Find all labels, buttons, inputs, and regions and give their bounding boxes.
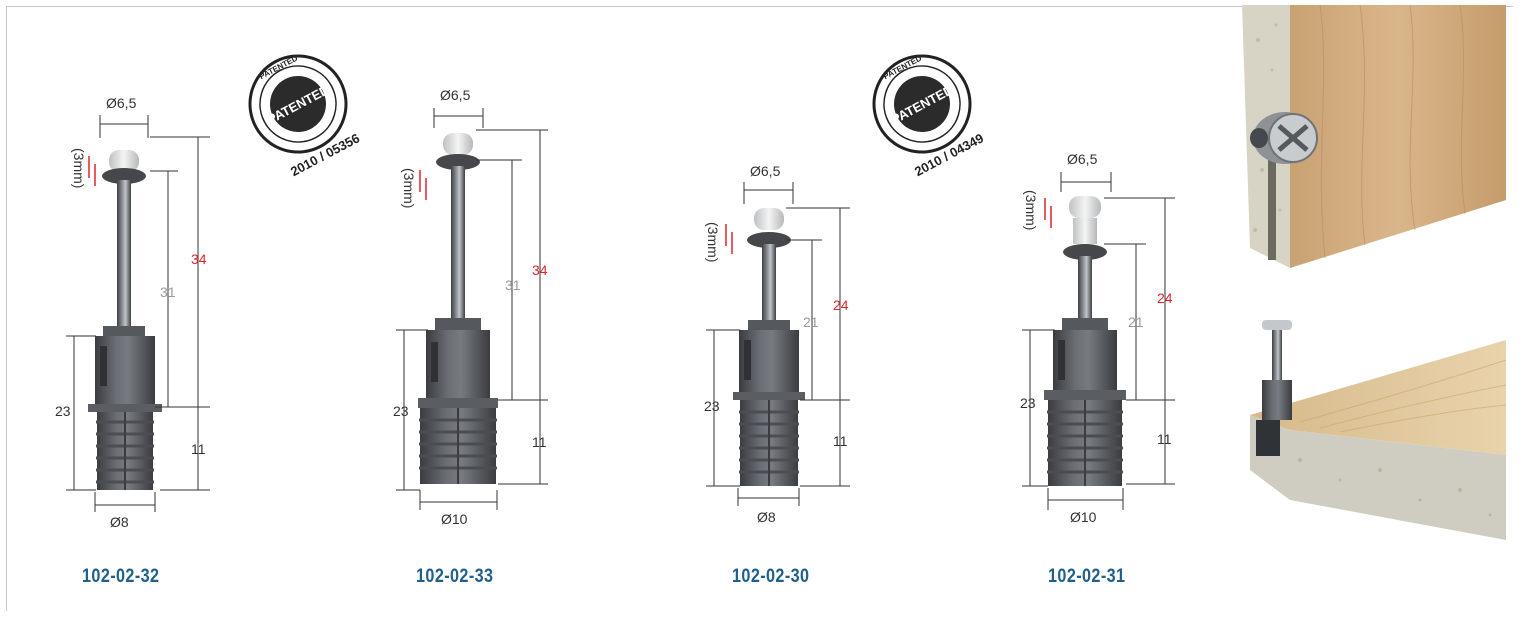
product-2-dimension-lines xyxy=(396,108,548,510)
product-4-travel-arrows xyxy=(1044,198,1052,228)
product-3-travel: (3mm) xyxy=(705,222,721,262)
product-4-thread-length: 11 xyxy=(1157,431,1172,447)
product-3-base-diameter: Ø8 xyxy=(757,509,776,525)
product-1-body-length: 23 xyxy=(55,403,71,419)
product-3-head-diameter: Ø6,5 xyxy=(750,163,781,179)
product-1-thread-length: 11 xyxy=(191,441,206,457)
product-3-thread-length: 11 xyxy=(833,433,848,449)
product-code-3: 102-02-30 xyxy=(732,566,810,587)
product-2-travel: (3mm) xyxy=(401,168,417,208)
patented-stamp-icon: PATENTED PATENTED 2010 / 04349 xyxy=(872,53,986,179)
product-1-dowel xyxy=(88,150,162,490)
product-4-shank-length: 21 xyxy=(1128,314,1144,330)
dowel-in-board-photo xyxy=(1250,320,1507,540)
product-2-travel-arrows xyxy=(419,170,427,200)
product-1-total-length: 34 xyxy=(191,251,207,267)
product-2-head-diameter: Ø6,5 xyxy=(440,87,471,103)
product-code-2: 102-02-33 xyxy=(416,566,494,587)
product-3-dimension-lines xyxy=(706,182,850,506)
product-4-travel: (3mm) xyxy=(1023,190,1039,230)
product-4-dimension-lines xyxy=(1022,172,1175,510)
product-4-head-diameter: Ø6,5 xyxy=(1067,151,1098,167)
product-4-total-length: 24 xyxy=(1157,290,1173,306)
product-4-dowel xyxy=(1044,196,1126,486)
page-frame xyxy=(6,6,1513,611)
product-1-base-diameter: Ø8 xyxy=(110,514,129,530)
product-3-shank-length: 21 xyxy=(803,314,819,330)
product-2-dowel xyxy=(418,133,498,484)
product-1-head-diameter: Ø6,5 xyxy=(106,95,137,111)
product-code-4: 102-02-31 xyxy=(1048,566,1126,587)
product-3-dowel xyxy=(733,208,805,486)
product-2-thread-length: 11 xyxy=(532,434,547,450)
product-2-total-length: 34 xyxy=(532,262,548,278)
product-1-travel: (3mm) xyxy=(71,148,87,188)
product-1-dimension-lines xyxy=(66,115,210,512)
product-2-shank-length: 31 xyxy=(505,277,521,293)
patented-stamp-icon: PATENTED PATENTED 2010 / 05356 xyxy=(248,53,362,179)
product-3-body-length: 23 xyxy=(704,398,720,414)
stamp-2-number: 2010 / 04349 xyxy=(912,130,986,179)
product-3-travel-arrows xyxy=(725,224,733,254)
product-3-total-length: 24 xyxy=(833,297,849,313)
product-4-base-diameter: Ø10 xyxy=(1070,509,1097,525)
product-1-travel-arrows xyxy=(88,156,96,186)
product-code-1: 102-02-32 xyxy=(82,566,160,587)
product-4-body-length: 23 xyxy=(1020,395,1036,411)
stamp-1-number: 2010 / 05356 xyxy=(288,130,362,179)
product-2-body-length: 23 xyxy=(393,403,409,419)
cam-lock-in-wood-photo xyxy=(1242,4,1506,268)
product-1-shank-length: 31 xyxy=(160,284,176,300)
product-2-base-diameter: Ø10 xyxy=(441,511,468,527)
